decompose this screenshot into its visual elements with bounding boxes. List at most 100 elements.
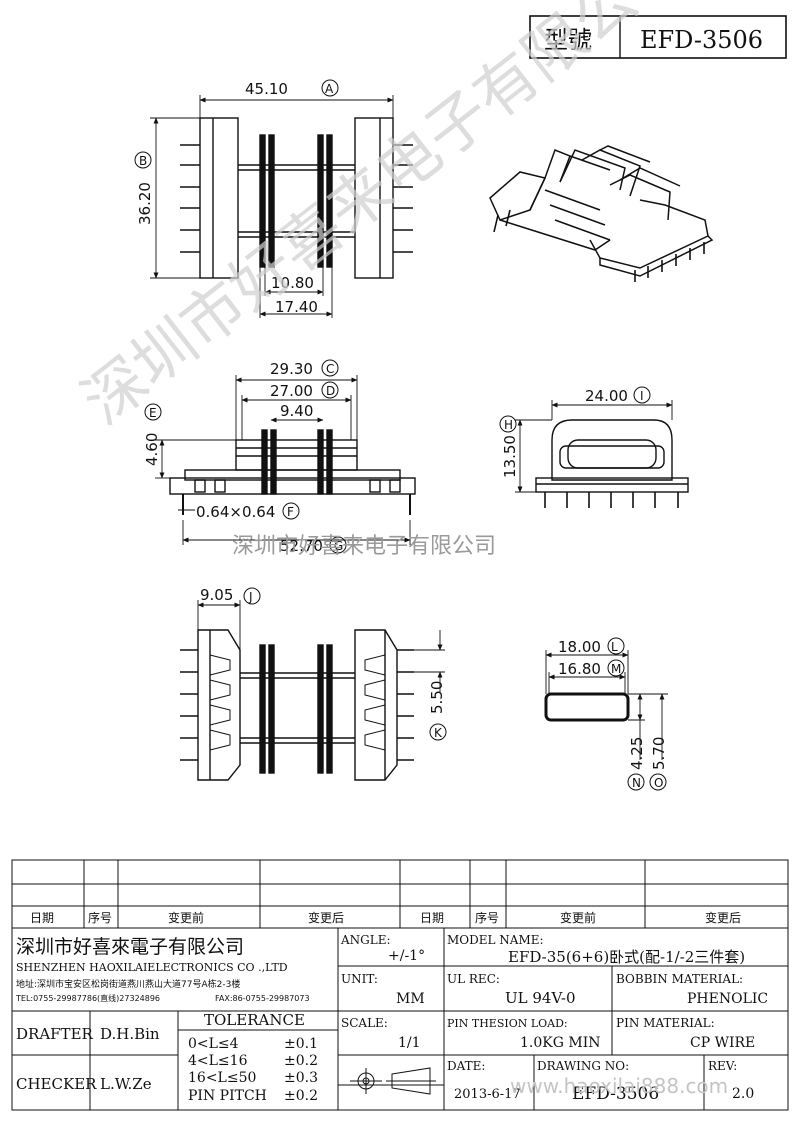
dim-i-marker xyxy=(633,386,651,404)
bobbin-value: PHENOLIC xyxy=(687,991,768,1007)
ul-value: UL 94V-0 xyxy=(505,989,576,1007)
model-name-label: MODEL NAME: xyxy=(447,933,544,947)
rev-header-after: 变更后 xyxy=(308,910,344,925)
rev-header-no: 序号 xyxy=(88,910,112,925)
unit-value: MM xyxy=(396,991,425,1007)
drafter-label: DRAFTER xyxy=(16,1025,94,1043)
dim-e-value: 4.60 xyxy=(143,433,161,466)
dim-mid-value: 9.40 xyxy=(280,402,313,420)
dim-outer-value: 17.40 xyxy=(275,298,318,316)
dim-c-value: 29.30 xyxy=(270,360,313,378)
dim-b-value: 36.20 xyxy=(136,182,154,225)
rev-value: 2.0 xyxy=(732,1086,754,1102)
dim-h-marker xyxy=(499,415,517,433)
projection-symbol xyxy=(350,1067,436,1095)
dim-d-marker xyxy=(321,381,339,399)
dim-n-marker xyxy=(627,773,645,791)
core-section-view xyxy=(544,650,668,760)
date-label: DATE: xyxy=(447,1059,485,1073)
drawing-no-label: DRAWING NO: xyxy=(537,1059,629,1073)
top-view xyxy=(150,95,413,318)
dim-o-marker xyxy=(649,773,667,791)
rev-header-before-2: 变更前 xyxy=(560,910,596,925)
dim-d-value: 27.00 xyxy=(270,382,313,400)
bobbin-label: BOBBIN MATERIAL: xyxy=(616,972,743,986)
tolerance-range-4: PIN PITCH xyxy=(188,1088,267,1104)
dim-m-value: 16.80 xyxy=(558,660,601,678)
dim-j-value: 9.05 xyxy=(200,586,233,604)
rev-header-before: 变更前 xyxy=(168,910,204,925)
dim-f-letter: F xyxy=(287,505,294,519)
load-label: PIN THESION LOAD: xyxy=(447,1017,568,1030)
dim-inner-value: 10.80 xyxy=(271,274,314,292)
dim-j-marker xyxy=(243,587,261,605)
pin-material-value: CP WIRE xyxy=(690,1035,755,1051)
dim-c-letter: C xyxy=(326,362,334,376)
dim-e-marker xyxy=(144,403,162,421)
side-view xyxy=(155,375,416,545)
tolerance-value-2: ±0.2 xyxy=(284,1053,318,1069)
load-value: 1.0KG MIN xyxy=(520,1035,600,1051)
tolerance-value-1: ±0.1 xyxy=(284,1036,318,1052)
company-name-en: SHENZHEN HAOXILAIELECTRONICS CO .,LTD xyxy=(16,961,288,974)
dim-e-letter: E xyxy=(149,406,157,420)
dim-f-value: 0.64×0.64 xyxy=(196,503,275,521)
dim-a-letter: A xyxy=(325,82,334,96)
bottom-view xyxy=(180,600,445,781)
angle-value: +/-1° xyxy=(388,948,425,964)
ul-label: UL REC: xyxy=(447,972,500,986)
company-address: 地址:深圳市宝安区松岗街道燕川燕山大道77号A栋2-3楼 xyxy=(16,978,240,990)
company-tel: TEL:0755-29987786(直线)27324896 xyxy=(15,993,160,1003)
tolerance-title: TOLERANCE xyxy=(204,1011,305,1029)
dim-j-letter: J xyxy=(248,590,253,604)
dim-a-value: 45.10 xyxy=(245,80,288,98)
front-view xyxy=(515,400,689,508)
drawing-no-value: EFD-3506 xyxy=(572,1084,659,1104)
dim-l-marker xyxy=(607,637,625,655)
dim-l-letter: L xyxy=(611,640,618,654)
dim-g-value: 52.70 xyxy=(280,537,323,555)
scale-label: SCALE: xyxy=(341,1016,388,1030)
rev-label: REV: xyxy=(708,1059,737,1073)
dim-g-letter: G xyxy=(334,539,343,553)
date-value: 2013-6-17 xyxy=(454,1087,521,1102)
model-header: 型號 EFD-3506 xyxy=(529,15,787,59)
dim-i-letter: I xyxy=(640,389,644,403)
dim-l-value: 18.00 xyxy=(558,638,601,656)
dim-o-letter: O xyxy=(654,776,663,790)
pin-material-label: PIN MATERIAL: xyxy=(616,1016,715,1030)
unit-label: UNIT: xyxy=(341,972,378,986)
checker-label: CHECKER xyxy=(16,1075,97,1093)
dim-b-letter: B xyxy=(139,154,147,168)
tolerance-value-3: ±0.3 xyxy=(284,1070,318,1086)
dim-m-letter: M xyxy=(611,662,621,676)
rev-header-date: 日期 xyxy=(30,911,54,925)
tolerance-range-2: 4<L≤16 xyxy=(188,1053,248,1069)
dim-h-value: 13.50 xyxy=(501,435,519,478)
scale-value: 1/1 xyxy=(398,1035,421,1051)
dim-d-letter: D xyxy=(326,384,335,398)
tolerance-value-4: ±0.2 xyxy=(284,1088,318,1104)
revision-table xyxy=(11,859,789,929)
drafter-value: D.H.Bin xyxy=(100,1025,160,1043)
dim-a-marker xyxy=(321,79,339,97)
angle-label: ANGLE: xyxy=(340,933,391,947)
dim-f-marker xyxy=(282,502,300,520)
rev-header-after-2: 变更后 xyxy=(705,910,741,925)
title-block xyxy=(11,927,789,1111)
dim-b-marker xyxy=(134,151,152,169)
model-name-value: EFD-35(6+6)卧式(配-1/-2三件套) xyxy=(508,948,745,966)
rev-header-date-2: 日期 xyxy=(420,911,444,925)
isometric-view xyxy=(489,145,714,282)
dim-k-value: 5.50 xyxy=(428,681,446,714)
dim-h-letter: H xyxy=(504,418,513,432)
model-value: EFD-3506 xyxy=(640,26,763,54)
dim-k-marker xyxy=(429,723,447,741)
dim-g-marker xyxy=(329,536,347,554)
dim-c-marker xyxy=(321,359,339,377)
company-name-cn: 深圳市好喜來電子有限公司 xyxy=(16,936,244,958)
rev-header-no-2: 序号 xyxy=(475,910,499,925)
tolerance-range-1: 0<L≤4 xyxy=(188,1036,239,1052)
model-label: 型號 xyxy=(544,26,592,54)
